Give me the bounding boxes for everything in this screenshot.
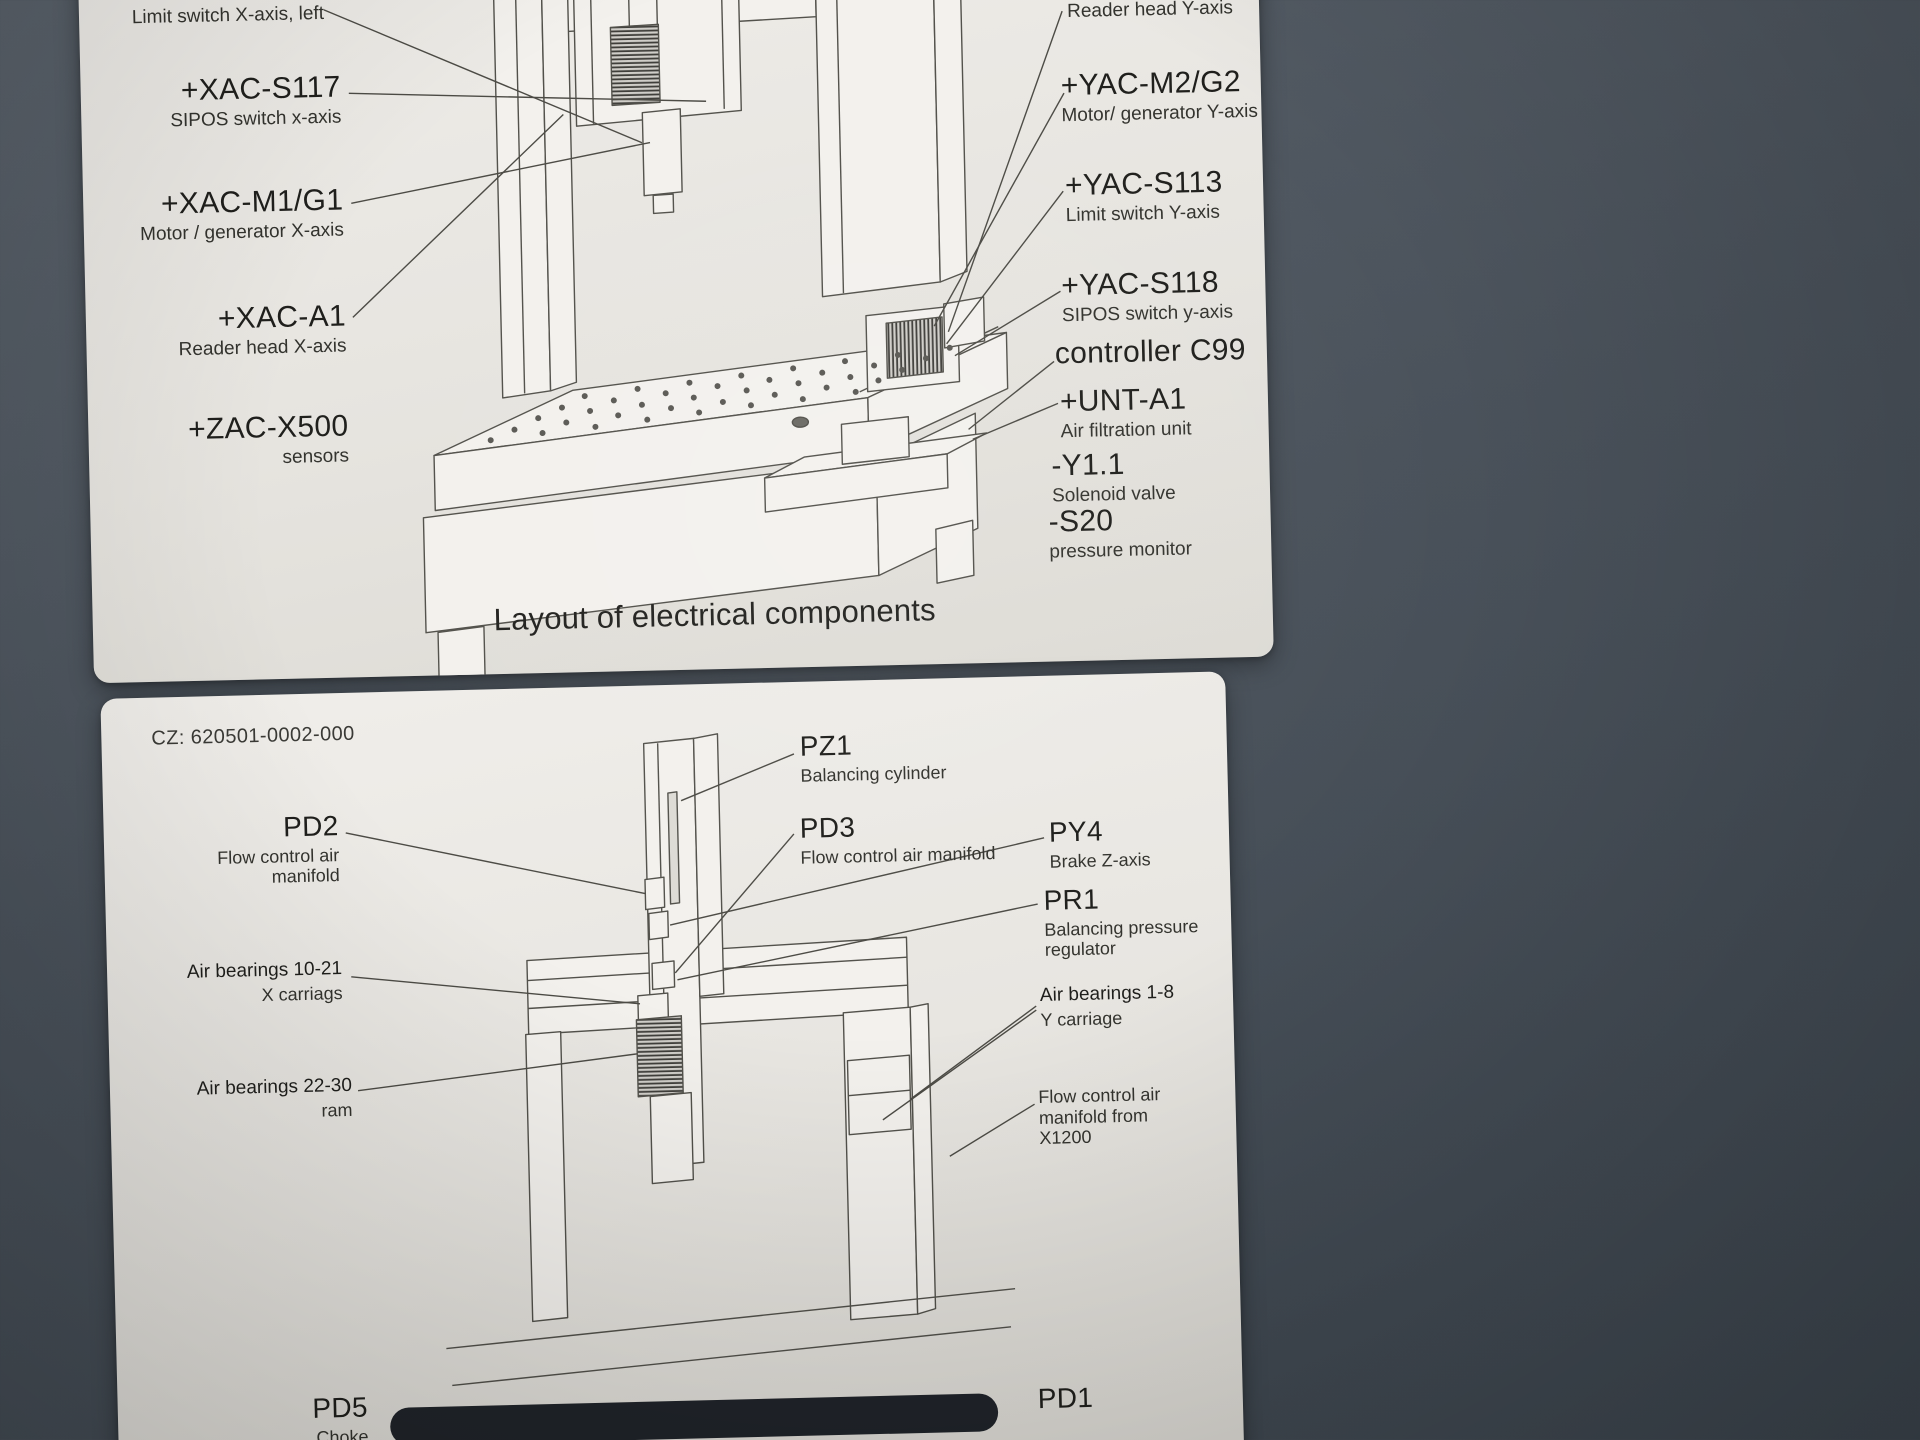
component-desc: Choke [316, 1426, 369, 1440]
label-py4: PY4 Brake Z-axis [1049, 814, 1220, 873]
component-desc: Flow control air manifold from X1200 [1038, 1084, 1161, 1149]
component-code: PD1 [1037, 1381, 1094, 1415]
component-code: +ZAC-X500 [187, 409, 349, 447]
pointer-lines [345, 753, 1045, 1157]
label-unt-a1: +UNT-A1 Air filtration unit [1060, 381, 1261, 443]
component-desc: Brake Z-axis [1049, 849, 1151, 872]
label-pz1: PZ1 Balancing cylinder [799, 726, 1020, 786]
label-xac-a1: +XAC-A1 Reader head X-axis [116, 299, 347, 362]
label-controller-c99: controller C99 [1055, 332, 1274, 370]
component-code: +YAC-M2/G2 [1060, 65, 1242, 103]
component-code: PD5 [312, 1391, 369, 1424]
pneumatic-layout-panel: CZ: 620501-0002-000 PZ1 Balancing cylind… [100, 671, 1245, 1440]
component-desc: pressure monitor [1049, 538, 1193, 563]
label-yac-s113: +YAC-S113 Limit switch Y-axis [1065, 165, 1266, 227]
component-desc: ram [321, 1099, 353, 1121]
component-code: +UNT-A1 [1059, 382, 1187, 419]
label-xac-s117: +XAC-S117 SIPOS switch x-axis [110, 71, 341, 134]
dark-band [390, 1393, 999, 1440]
label-zac-x500: +ZAC-X500 sensors [118, 409, 350, 472]
component-code: Air bearings 10-21 [186, 958, 343, 983]
label-yac-s118: +YAC-S118 SIPOS switch y-axis [1061, 265, 1262, 327]
component-code: +XAC-M1/G1 [160, 183, 344, 221]
component-code: -Y1.1 [1051, 447, 1126, 483]
component-code: -S20 [1048, 504, 1114, 539]
component-desc: Flow control air manifold [217, 844, 341, 888]
component-code: PR1 [1043, 883, 1100, 916]
component-code: +YAC-S113 [1064, 165, 1223, 203]
label-pd3: PD3 Flow control air manifold [799, 807, 1060, 868]
component-desc: X carriags [261, 982, 343, 1005]
label-limit-switch-x: Limit switch X-axis, left [94, 0, 325, 30]
label-xac-m1g1: +XAC-M1/G1 Motor / generator X-axis [103, 184, 344, 247]
component-code: PY4 [1048, 815, 1104, 848]
component-code: PZ1 [799, 729, 853, 762]
component-code: Air bearings 1-8 [1039, 981, 1175, 1006]
component-desc: Limit switch Y-axis [1065, 201, 1221, 227]
label-air-bearings-10-21: Air bearings 10-21 X carriags [182, 958, 343, 1007]
component-code: Air bearings 22-30 [196, 1074, 353, 1100]
component-code: controller C99 [1054, 333, 1247, 371]
component-code: +YAC-S118 [1060, 265, 1220, 303]
cmm-machine-drawing-bottom [345, 733, 1045, 1440]
component-code: PD2 [282, 810, 339, 843]
label-flow-control-x1200: Flow control air manifold from X1200 [1038, 1080, 1205, 1149]
label-pr1: PR1 Balancing pressure regulator [1043, 882, 1205, 961]
component-desc: Balancing pressure regulator [1044, 915, 1199, 961]
label-s20: -S20 pressure monitor [1048, 501, 1249, 563]
component-code: +XAC-S117 [180, 70, 342, 108]
label-y1-1: -Y1.1 Solenoid valve [1051, 445, 1252, 507]
label-pd2: PD2 Flow control air manifold [178, 810, 341, 890]
label-air-bearings-22-30: Air bearings 22-30 ram [192, 1074, 353, 1124]
table-hole-grid [487, 344, 953, 444]
machine-body [422, 0, 1009, 684]
pointer-lines [323, 9, 1065, 440]
label-pd5: PD5 Choke [217, 1391, 369, 1440]
component-code: PD3 [799, 811, 856, 844]
label-air-bearings-1-8: Air bearings 1-8 Y carriage [1040, 982, 1201, 1030]
component-code: +XAC-A1 [217, 299, 347, 336]
component-desc: SIPOS switch y-axis [1061, 301, 1234, 327]
electrical-layout-panel: Limit switch X-axis, left +XAC-S117 SIPO… [76, 0, 1274, 684]
component-desc: Y carriage [1040, 1007, 1123, 1030]
cmm-machine-drawing [323, 0, 1065, 684]
machine-body [446, 733, 1016, 1387]
label-pd1: PD1 [1037, 1381, 1158, 1415]
component-desc: Air filtration unit [1060, 418, 1192, 443]
label-yac-m2g2: +YAC-M2/G2 Motor/ generator Y-axis [1060, 65, 1261, 127]
component-desc: Motor/ generator Y-axis [1061, 100, 1259, 127]
